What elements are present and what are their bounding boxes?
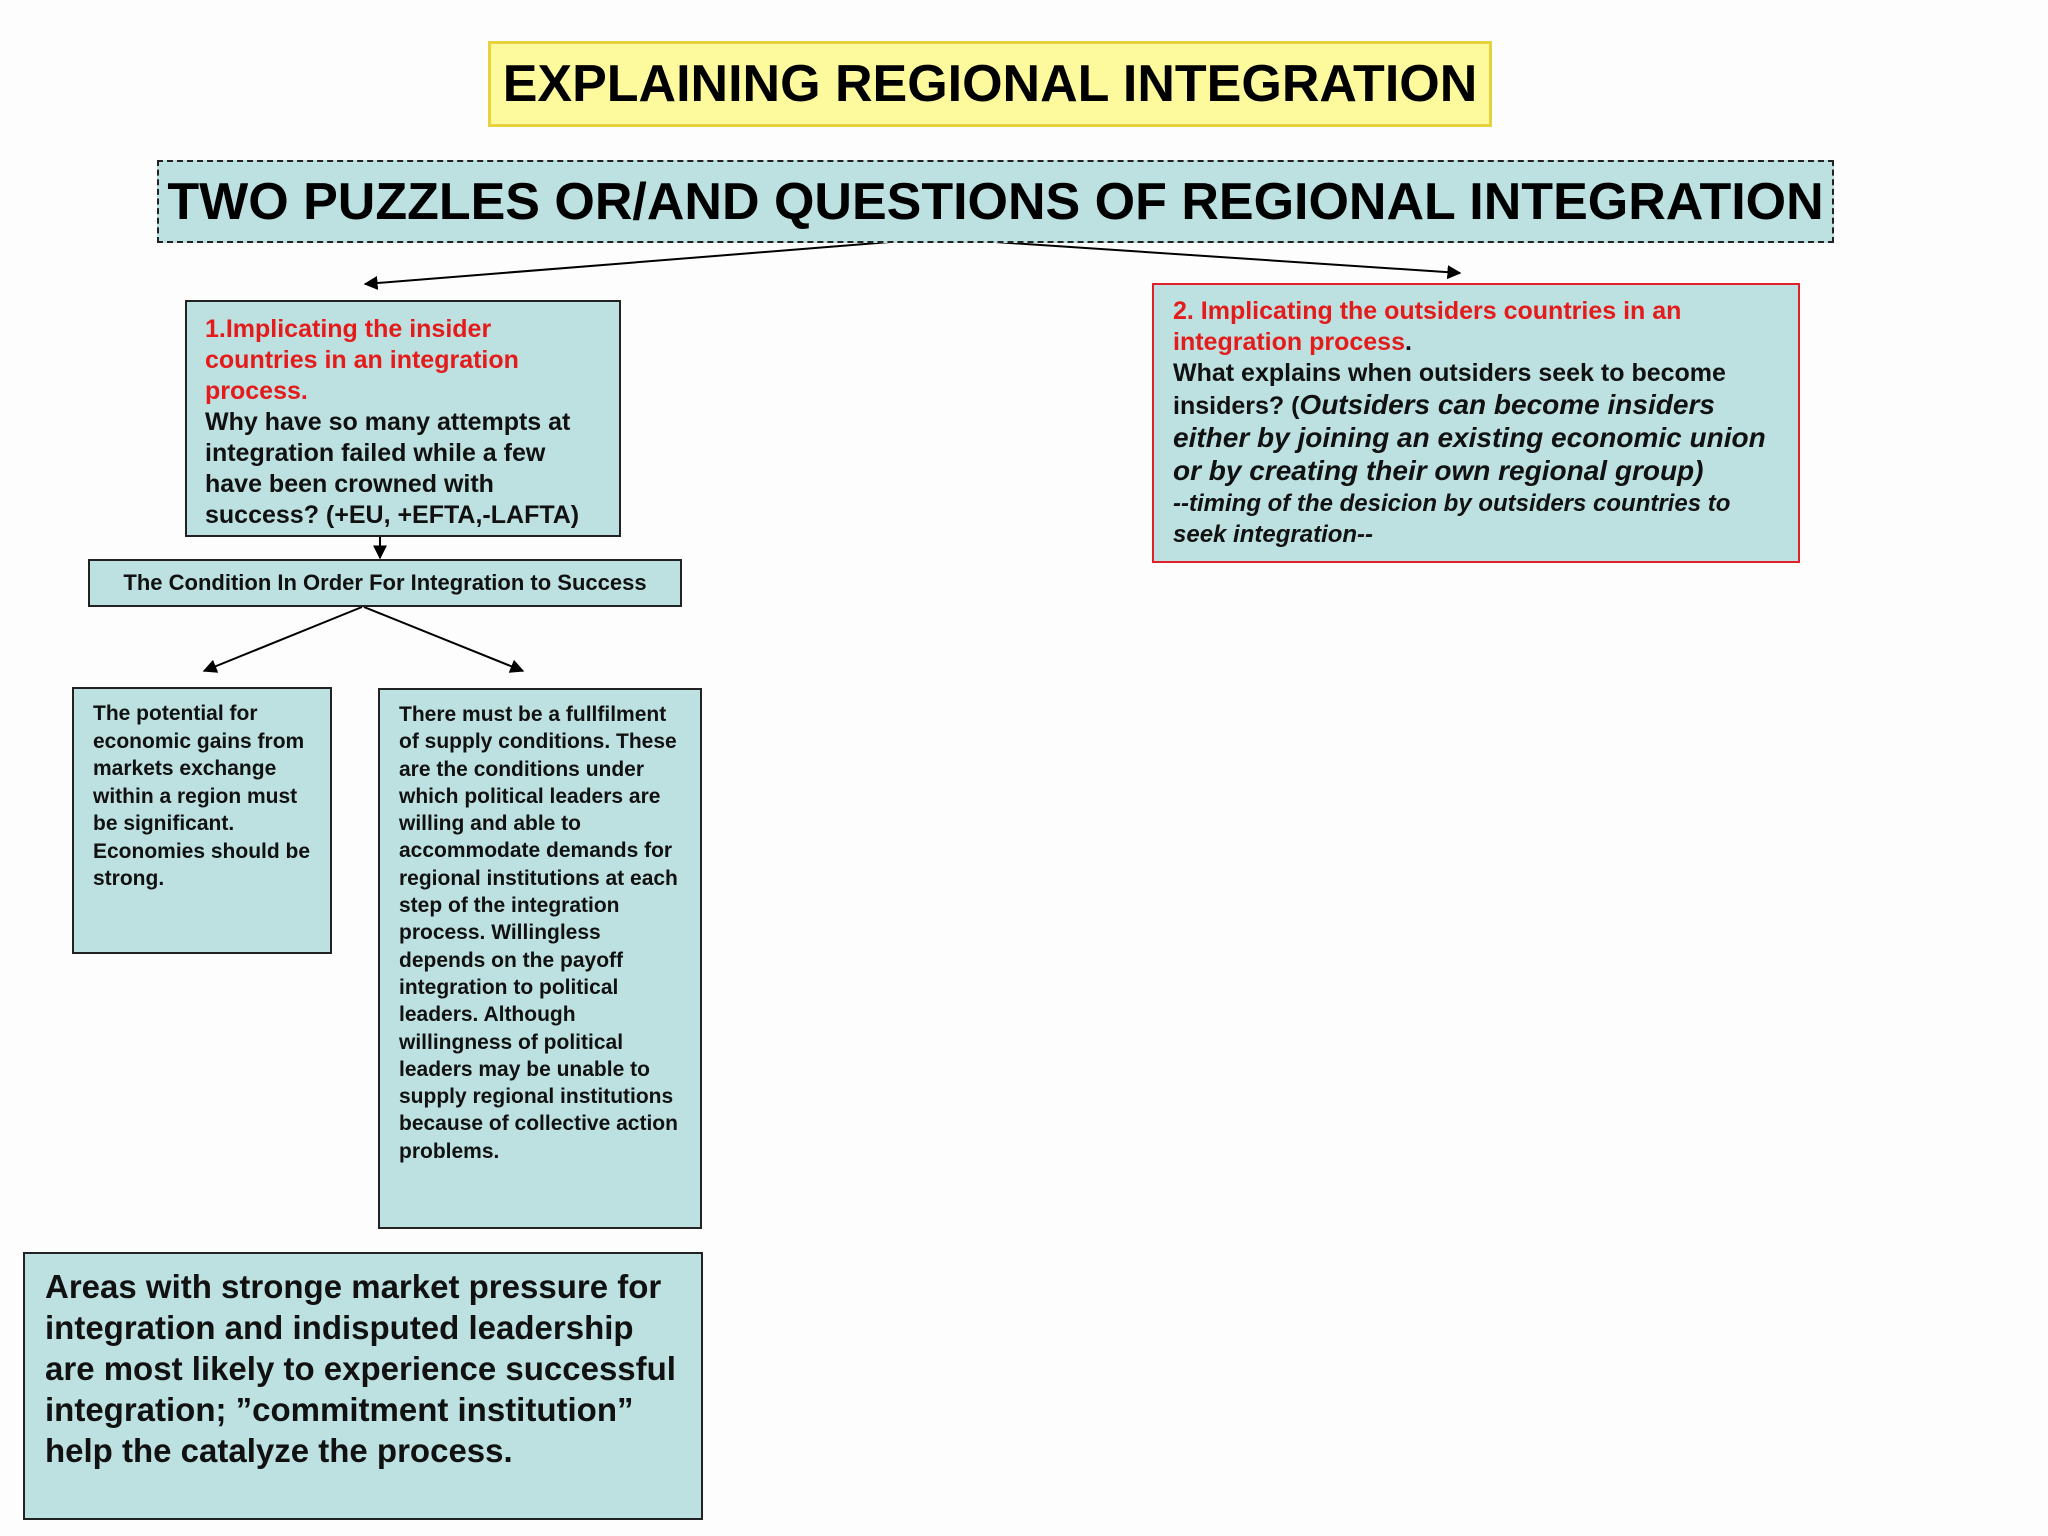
puzzle-2-box: 2. Implicating the outsiders countries i…	[1152, 283, 1800, 563]
arrow-to-right-condition	[363, 606, 525, 673]
economic-gains-box: The potential for economic gains from ma…	[72, 687, 332, 954]
conclusion-box: Areas with stronge market pressure for i…	[23, 1252, 703, 1520]
puzzles-heading: TWO PUZZLES OR/AND QUESTIONS OF REGIONAL…	[157, 160, 1834, 243]
puzzle-1-question: Why have so many attempts at integration…	[205, 408, 580, 529]
puzzle-2-heading: 2. Implicating the outsiders countries i…	[1173, 297, 1682, 356]
puzzle-2-question: What explains when outsiders seek to bec…	[1173, 359, 1726, 420]
puzzle-2-timing: --timing of the desicion by outsiders co…	[1173, 490, 1731, 548]
puzzle-1-box: 1.Implicating the insider countries in a…	[185, 300, 621, 537]
arrow-to-left-condition	[202, 606, 363, 673]
puzzle-1-heading: 1.Implicating the insider countries in a…	[205, 315, 519, 405]
puzzle-2-note: Outsiders can become insiders either by …	[1173, 389, 1766, 486]
puzzle-2-heading-end: .	[1405, 328, 1412, 356]
arrow-to-puzzle1	[363, 241, 891, 290]
supply-conditions-box: There must be a fullfilment of supply co…	[378, 688, 702, 1229]
main-title: EXPLAINING REGIONAL INTEGRATION	[488, 41, 1492, 127]
arrow-to-puzzle2	[994, 241, 1462, 280]
condition-box: The Condition In Order For Integration t…	[88, 559, 682, 607]
